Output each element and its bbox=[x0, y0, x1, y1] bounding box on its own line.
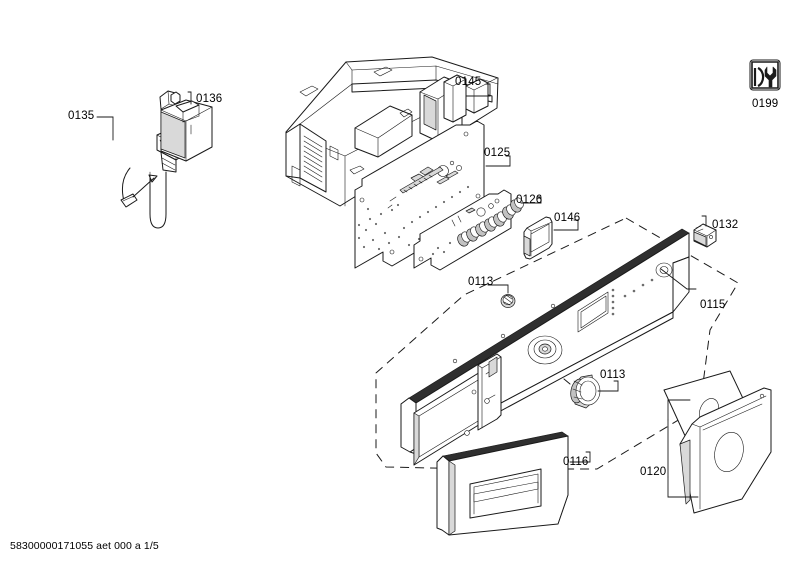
drawing-footer-text: 58300000171055 aet 000 a 1/5 bbox=[10, 540, 159, 552]
part-label-0120: 0120 bbox=[640, 466, 667, 478]
part-label-0115: 0115 bbox=[700, 299, 726, 311]
part-0146-display-bezel bbox=[523, 216, 579, 260]
led-indicator-row bbox=[623, 278, 654, 298]
part-label-0146: 0146 bbox=[554, 212, 581, 224]
part-label-0125: 0125 bbox=[484, 147, 511, 159]
part-0113-selector-knob bbox=[563, 374, 619, 409]
part-0136-cable-clip bbox=[159, 90, 213, 162]
part-label-0116: 0116 bbox=[563, 456, 589, 468]
part-label-0113-knob: 0113 bbox=[600, 369, 626, 381]
part-0120-cover-panels bbox=[663, 370, 772, 514]
part-label-0145: 0145 bbox=[455, 76, 482, 88]
part-label-0135: 0135 bbox=[68, 110, 95, 122]
part-0132-retaining-clip bbox=[693, 215, 717, 248]
part-label-0132: 0132 bbox=[712, 219, 739, 231]
part-label-0199: 0199 bbox=[752, 98, 779, 110]
part-label-0136: 0136 bbox=[196, 93, 223, 105]
part-0116-drawer-front bbox=[436, 431, 591, 536]
knob-recess bbox=[527, 335, 563, 365]
part-0145-control-housing bbox=[285, 56, 499, 207]
part-label-0126: 0126 bbox=[516, 194, 543, 206]
part-0125-main-pcb bbox=[354, 120, 511, 269]
part-0115-control-panel bbox=[400, 228, 697, 466]
button-row bbox=[457, 197, 524, 247]
service-tool-icon-0199 bbox=[749, 59, 781, 91]
part-0113-knob-shaft-cap bbox=[487, 284, 516, 308]
part-0126-button-pcb bbox=[413, 189, 542, 271]
part-label-0113-cap: 0113 bbox=[468, 276, 494, 288]
led-indicator-column bbox=[611, 288, 615, 316]
